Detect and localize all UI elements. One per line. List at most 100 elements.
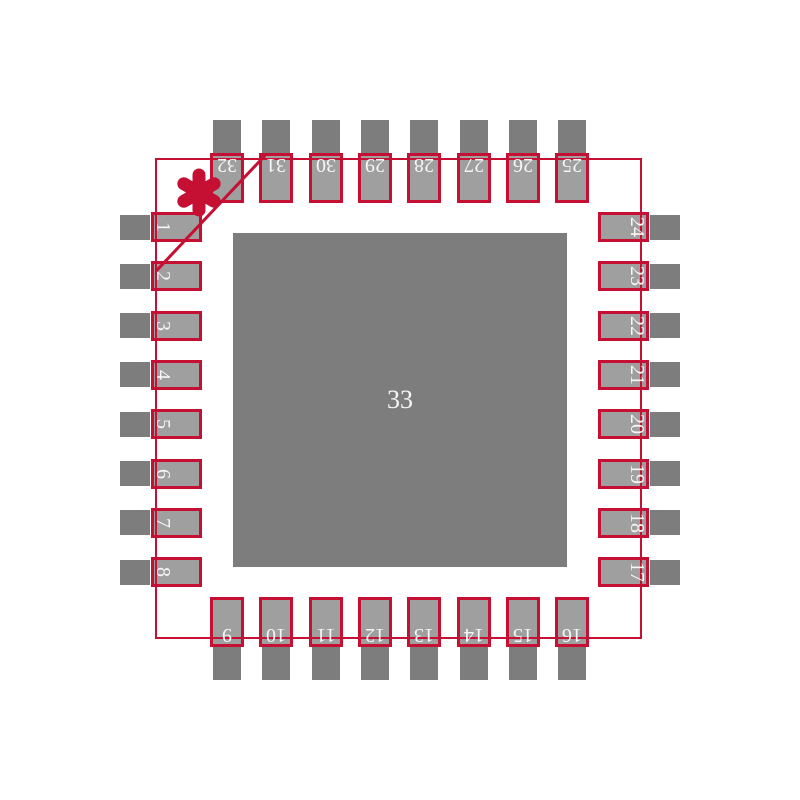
pin-16-lead [558,646,587,680]
pin-24-pad [601,215,646,239]
pin-15-lead [508,646,537,680]
pin-30-land-outline [308,153,343,203]
pin-number-label: 30 [315,154,336,176]
pin-number-label: 4 [152,369,174,380]
pin-15-land-outline [505,597,540,647]
pin-31-pad [262,155,291,200]
pin-17-lead [650,559,680,585]
pin-30-lead [311,120,340,154]
pin-number-label: 18 [626,512,648,533]
pin-31-lead [262,120,291,154]
pin-21-pad [601,362,646,387]
pin-4-lead [120,362,150,388]
pin-19-pad [601,461,646,486]
pin-number-label: 29 [364,154,385,176]
pin-17-land-outline [598,557,649,588]
pin-5-land-outline [151,409,202,440]
pin-23-pad [601,264,646,289]
pin-23-lead [650,263,680,289]
pin-27-land-outline [456,153,491,203]
package-outline [155,158,642,639]
pin-19-lead [650,461,680,486]
pin-27-lead [459,120,488,154]
pin-22-pad [601,313,646,338]
pin-number-label: 6 [152,468,174,479]
pin-29-pad [360,155,389,200]
pin-22-land-outline [598,310,649,341]
pin-number-label: 3 [152,320,174,331]
pin-26-lead [508,120,537,154]
pin-28-land-outline [407,153,442,203]
pin-number-label: 24 [626,217,648,237]
pin-number-label: 17 [626,562,648,583]
pin-2-lead [120,263,150,289]
pin-6-pad [154,461,199,486]
pin-22-lead [650,313,680,339]
pin-number-label: 32 [217,154,237,176]
pin-31-land-outline [259,153,294,203]
pin-number-label: 14 [463,624,484,646]
thermal-pad: 33 [233,233,567,567]
pin-12-lead [360,646,389,680]
pin-5-lead [120,411,150,437]
pin-20-land-outline [598,409,649,440]
pin-number-label: 25 [562,154,583,176]
pin-6-lead [120,461,150,486]
pin-number-label: 5 [152,419,174,430]
pin-number-label: 20 [626,414,648,435]
pin-8-pad [154,560,199,585]
pin-number-label: 19 [626,463,648,484]
pin-3-pad [154,313,199,338]
pin-number-label: 9 [222,624,232,646]
pin-3-lead [120,313,150,339]
pin-number-label: 15 [512,624,533,646]
pin-26-land-outline [505,153,540,203]
pin-8-lead [120,559,150,585]
thermal-pad-number: 33 [387,385,413,414]
pin-13-lead [410,646,439,680]
pin-13-land-outline [407,597,442,647]
pin-18-pad [601,510,646,535]
pin-27-pad [459,155,488,200]
pin-number-label: 2 [152,271,174,282]
pin-12-land-outline [357,597,392,647]
pin-32-lead [213,120,241,154]
pin-14-land-outline [456,597,491,647]
pin-29-lead [360,120,389,154]
pin-28-pad [410,155,439,200]
pin-number-label: 7 [152,517,174,528]
pin-7-pad [154,510,199,535]
pin-1-land-outline [151,212,202,242]
pin-19-land-outline [598,458,649,489]
pin-number-label: 10 [266,624,287,646]
pin-6-land-outline [151,458,202,489]
pin-5-pad [154,412,199,437]
pin-number-label: 11 [315,624,336,646]
pin-3-land-outline [151,310,202,341]
pin-9-lead [213,646,241,680]
pin-21-lead [650,362,680,388]
pin-4-pad [154,362,199,387]
pin-8-land-outline [151,557,202,588]
pin-14-lead [459,646,488,680]
pin-7-lead [120,510,150,536]
pin-number-label: 27 [463,154,484,176]
pin-number-label: 12 [364,624,385,646]
pin-11-lead [311,646,340,680]
pin-number-label: 31 [266,154,287,176]
pin-28-lead [410,120,439,154]
pin-24-land-outline [598,212,649,242]
pin-21-land-outline [598,359,649,390]
pin-number-label: 28 [414,154,435,176]
pin-number-label: 22 [626,315,648,336]
pin-25-land-outline [555,153,590,203]
pin-25-pad [558,155,587,200]
pin-17-pad [601,560,646,585]
pin-number-label: 1 [152,222,174,232]
pin-number-label: 13 [414,624,435,646]
pin-30-pad [311,155,340,200]
pin-20-lead [650,411,680,437]
pin-16-land-outline [555,597,590,647]
pin-25-lead [558,120,587,154]
